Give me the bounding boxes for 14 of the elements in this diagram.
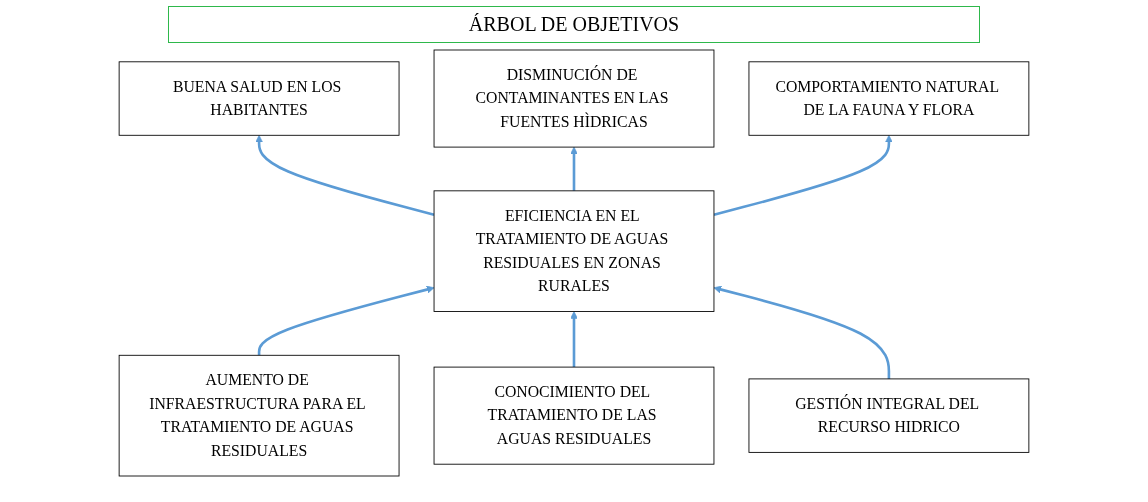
node-box: COMPORTAMIENTO NATURAL DE LA FAUNA Y FLORA	[748, 61, 1030, 136]
arrow	[257, 285, 435, 356]
arrow	[255, 134, 435, 216]
arrow	[570, 311, 578, 368]
arrow	[713, 285, 891, 379]
arrow	[713, 134, 893, 216]
arrow	[570, 146, 578, 191]
node-box: EFICIENCIA EN EL TRATAMIENTO DE AGUAS RESIDUALES EN ZONAS RURALES	[433, 190, 715, 312]
node-box: GESTIÓN INTEGRAL DEL RECURSO HIDRICO	[748, 378, 1030, 453]
title: ÁRBOL DE OBJETIVOS	[167, 6, 981, 43]
node-box: CONOCIMIENTO DEL TRATAMIENTO DE LAS AGUAS RESIDUALES	[433, 366, 715, 465]
node-box: AUMENTO DE INFRAESTRUCTURA PARA EL TRATAMIENTO DE AGUAS RESIDUALES	[118, 354, 400, 477]
node-box: BUENA SALUD EN LOS HABITANTES	[118, 61, 400, 136]
node-box: DISMINUCIÓN DE CONTAMINANTES EN LAS FUENTES HÌDRICAS	[433, 49, 715, 148]
